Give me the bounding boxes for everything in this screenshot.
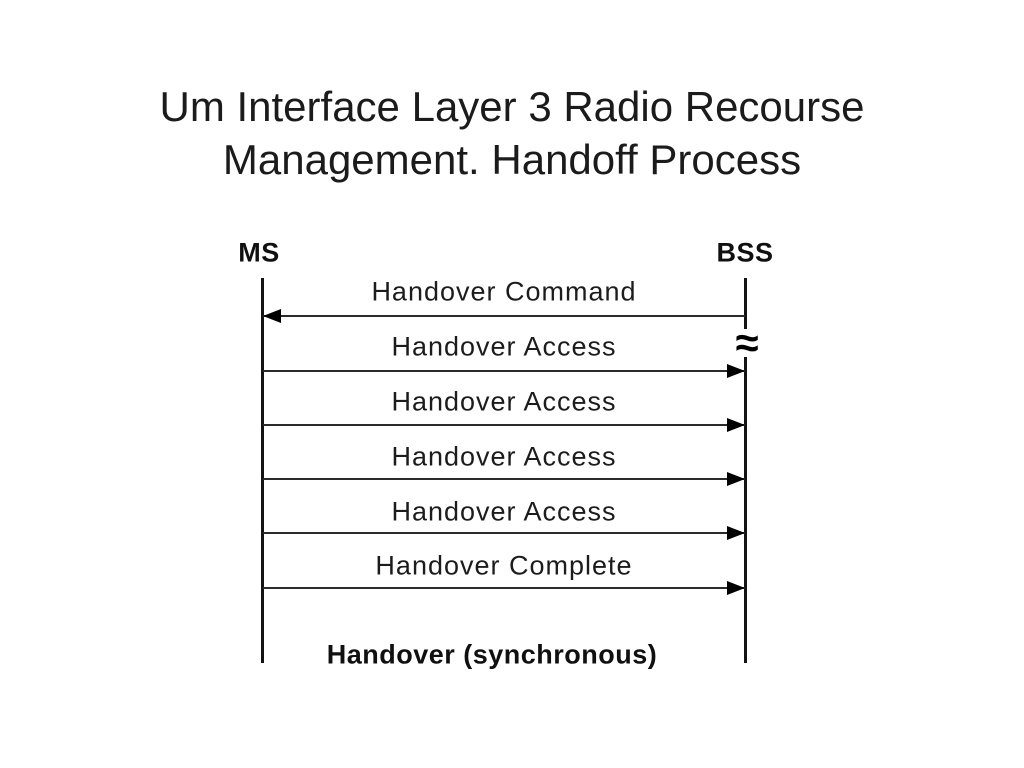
lifeline-break-icon: ≈: [734, 319, 760, 366]
diagram-caption: Handover (synchronous): [326, 639, 658, 670]
title-line-1: Um Interface Layer 3 Radio Recourse: [159, 83, 865, 130]
message-label: Handover Access: [391, 441, 617, 472]
slide-title: Um Interface Layer 3 Radio Recourse Mana…: [0, 80, 1024, 186]
message-label: Handover Access: [391, 386, 617, 417]
lifeline-bss: [743, 278, 747, 663]
message-line: [263, 478, 745, 480]
message-line: [263, 370, 745, 372]
message-label: Handover Command: [371, 276, 637, 307]
arrowhead-right-icon: [727, 526, 745, 540]
message-label: Handover Access: [391, 331, 617, 362]
message-line: [263, 532, 745, 534]
arrowhead-left-icon: [263, 309, 281, 323]
arrowhead-right-icon: [727, 581, 745, 595]
title-line-2: Management. Handoff Process: [222, 136, 802, 183]
message-label: Handover Complete: [375, 550, 633, 581]
message-label: Handover Access: [391, 496, 617, 527]
message-line: [263, 424, 745, 426]
message-line: [263, 315, 745, 317]
message-line: [263, 587, 745, 589]
lifeline-ms: [260, 278, 264, 663]
arrowhead-right-icon: [727, 418, 745, 432]
arrowhead-right-icon: [727, 472, 745, 486]
actor-label-bss: BSS: [716, 237, 774, 268]
actor-label-ms: MS: [238, 237, 280, 268]
arrowhead-right-icon: [727, 364, 745, 378]
